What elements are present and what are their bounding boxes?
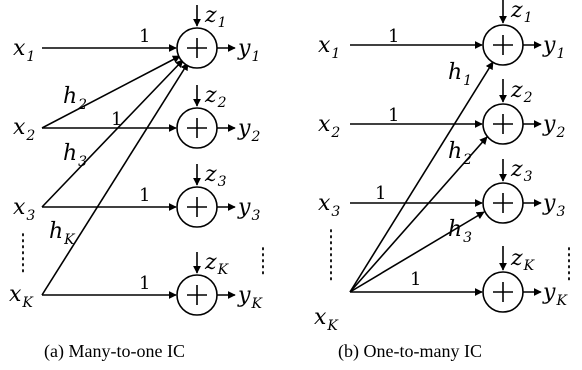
sum-node-2 xyxy=(176,107,218,149)
unit-gain-label-2: 1 xyxy=(111,109,122,130)
unit-gain-label-k: 1 xyxy=(139,273,150,294)
input-label-x1: x1 xyxy=(13,36,35,65)
caption-b: (b) One-to-many IC xyxy=(338,341,482,362)
input-label-x3: x3 xyxy=(318,191,340,220)
unit-gain-label-3: 1 xyxy=(375,183,386,204)
noise-label-z1: z1 xyxy=(204,3,227,31)
unit-gain-label-3: 1 xyxy=(139,185,150,206)
gain-label-h3: h3 xyxy=(63,141,87,170)
cross-link-h1 xyxy=(349,61,494,293)
output-label-y3: y3 xyxy=(237,195,260,224)
caption-a: (a) Many-to-one IC xyxy=(44,341,185,362)
unit-gain-label-k: 1 xyxy=(410,269,421,290)
input-label-x2: x2 xyxy=(13,115,35,144)
noise-label-z2: z2 xyxy=(204,83,227,111)
sum-node-k xyxy=(176,274,218,316)
sum-node-2 xyxy=(482,103,524,145)
input-label-x2: x2 xyxy=(318,112,340,141)
output-label-yk: yK xyxy=(542,280,568,309)
output-label-y1: y1 xyxy=(542,33,565,62)
input-label-x1: x1 xyxy=(318,33,340,62)
input-label-x3: x3 xyxy=(13,195,35,224)
noise-label-z3: z3 xyxy=(510,157,533,185)
unit-gain-label-2: 1 xyxy=(388,105,399,126)
cross-link-h2 xyxy=(349,136,488,293)
sum-node-1 xyxy=(482,24,524,66)
output-label-y2: y2 xyxy=(237,116,260,145)
sum-node-3 xyxy=(482,182,524,224)
sum-node-3 xyxy=(176,186,218,228)
sum-node-1 xyxy=(176,27,218,69)
panel-one-to-many: x1 x2 x3 xK 1 1 1 1 h1 h2 h3 z1 z2 z3 xyxy=(314,0,570,362)
panel-many-to-one: x1 x2 x3 xK 1 1 1 1 h2 h3 hK z1 z2 z3 xyxy=(9,3,264,362)
cross-link-h2 xyxy=(41,55,181,129)
noise-label-z3: z3 xyxy=(204,162,227,190)
output-label-yk: yK xyxy=(237,283,263,312)
output-label-y2: y2 xyxy=(542,112,565,141)
unit-gain-label-1: 1 xyxy=(139,26,150,47)
cross-link-h3 xyxy=(41,59,184,208)
cross-link-hk xyxy=(41,62,189,296)
output-label-y3: y3 xyxy=(542,191,565,220)
cross-link-h3 xyxy=(349,211,485,293)
input-label-xk: xK xyxy=(9,282,34,311)
gain-label-h2: h2 xyxy=(63,84,87,113)
input-label-xk: xK xyxy=(314,305,339,334)
gain-label-h2: h2 xyxy=(448,139,472,168)
output-label-y1: y1 xyxy=(237,36,260,65)
noise-label-zk: zK xyxy=(204,250,230,278)
gain-label-hk: hK xyxy=(49,219,76,248)
gain-label-h1: h1 xyxy=(448,60,472,89)
sum-node-k xyxy=(482,271,524,313)
gain-label-h3: h3 xyxy=(448,217,472,246)
noise-label-zk: zK xyxy=(510,246,536,274)
unit-gain-label-1: 1 xyxy=(388,26,399,47)
noise-label-z2: z2 xyxy=(510,78,533,106)
noise-label-z1: z1 xyxy=(510,0,533,26)
